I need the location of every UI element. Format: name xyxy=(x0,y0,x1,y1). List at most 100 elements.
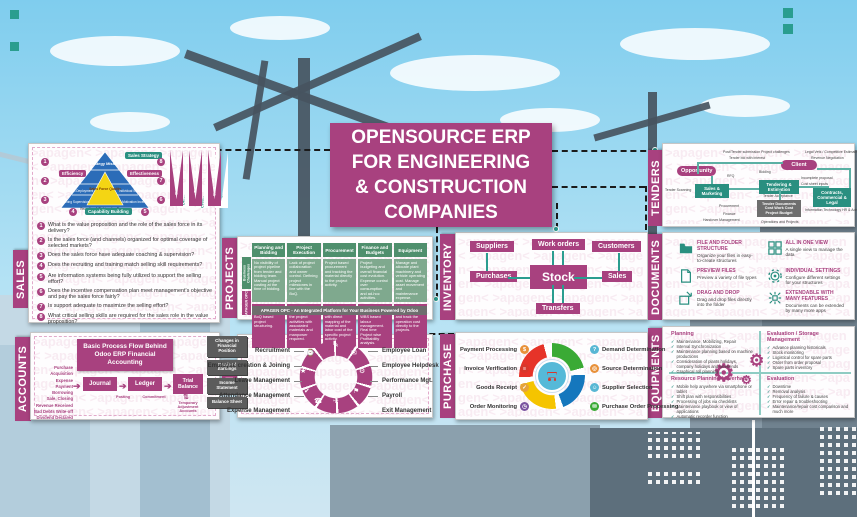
check-icon: ✓ xyxy=(671,399,675,405)
purchase-right-items: ?Demand Determination ◎Source Determinat… xyxy=(590,345,678,411)
quadrant-evaluation: Evaluation ✓Downtime ✓Removal analysis ✓… xyxy=(767,376,849,414)
label-bidding: Bidding xyxy=(759,170,771,174)
check-icon: ✓ xyxy=(671,359,675,365)
ribbon-create-products: Create Products xyxy=(189,150,202,206)
projects-table: Planning and Bidding Project Execution P… xyxy=(252,243,427,348)
node-opportunity: Opportunity xyxy=(677,166,717,176)
leader-line xyxy=(370,366,378,367)
tab-inventory: INVENTORY xyxy=(440,234,456,320)
quadrant-item: ✓Processing of jobs via checklists xyxy=(671,399,753,404)
node-sales-marketing: Sales & Marketing xyxy=(695,184,729,198)
quadrant-title: Planning xyxy=(671,331,694,337)
feature-title: ALL IN ONE VIEW xyxy=(785,240,828,246)
adjustment-label: Temporary Adjustment Accounts xyxy=(177,401,199,414)
check-icon: ✓ xyxy=(767,349,771,355)
feature-item: FILE AND FOLDER STRUCTURE Organize your … xyxy=(679,240,758,263)
label-cost-sheet: Cost sheet inputs xyxy=(801,182,829,186)
badge-sales-strategy: Sales Strategy xyxy=(125,152,163,159)
node-purchases: Purchases xyxy=(470,271,518,282)
feature-title: EXTENDABLE WITH MANY FEATURES xyxy=(785,290,834,303)
pyramid-number: 4 xyxy=(69,208,77,216)
accounts-title-line: Odoo ERP Financial Accounting xyxy=(94,351,156,366)
item-text: Processing of jobs via checklists xyxy=(676,399,737,405)
check-icon: ✓ xyxy=(671,404,675,410)
item-text: Interval Synchronization xyxy=(676,343,722,349)
panel-equipments: >apagen< >apagen< >apagen< >apagen< >apa… xyxy=(662,326,855,419)
hr-item: Exit Management xyxy=(382,408,432,414)
leader-line xyxy=(368,351,378,352)
hr-item: Employee Loan xyxy=(382,348,427,354)
node-transfers: Transfers xyxy=(536,303,580,314)
node-client: Client xyxy=(781,160,817,170)
check-icon: ✓ xyxy=(767,365,771,370)
quadrant-item: ✓Downtime xyxy=(767,384,849,389)
question-text: Does the incentive compensation plan mee… xyxy=(48,287,213,300)
leader-line xyxy=(370,381,378,382)
leader-line xyxy=(294,381,302,382)
node-suppliers: Suppliers xyxy=(470,241,514,252)
updown-arrow-icon: ⇅ xyxy=(183,394,189,401)
projects-footer: APAGEN OPC - An Integrated Platform for … xyxy=(252,306,427,315)
panel-tenders: >apagen< >apagen< >apagen< >apagen< >apa… xyxy=(662,143,857,227)
pyramid-number: 1 xyxy=(41,158,49,166)
folder-icon xyxy=(679,243,693,254)
quadrant-item: ✓Frequency of failure & causes xyxy=(767,394,849,399)
question-number: 6 xyxy=(37,287,45,296)
title-line: FOR ENGINEERING xyxy=(351,151,531,173)
node-sales: Sales xyxy=(602,271,633,282)
node-tender-documents: Tender Documents Cost Work Cost Project … xyxy=(757,200,801,218)
feature-desc: Drag and drop files directly into the fo… xyxy=(697,297,752,308)
cloud xyxy=(700,95,790,117)
quadrant-storage: Evaluation / Storage Management ✓Advance… xyxy=(767,331,849,370)
ring-icon: ★ xyxy=(300,368,307,375)
accounts-outputs: Changes in Financial Position Retained E… xyxy=(207,336,249,411)
question-text: Does the recruiting and training match s… xyxy=(48,262,203,269)
quadrant-item: ✓Order from order proposal xyxy=(767,360,849,365)
label-tender-acceptance: Tender Acceptance xyxy=(763,194,793,198)
input-label: Acquisition xyxy=(50,371,73,377)
purchase-item: Invoice Verification≡ xyxy=(464,364,530,373)
check-icon: ✓ xyxy=(671,394,675,399)
pyramid-number: 2 xyxy=(41,177,49,185)
quadrant-item: ✓Spare parts inventory xyxy=(767,365,849,370)
hr-item: Attendance Management xyxy=(218,393,290,399)
item-text: Logistical control for spare parts xyxy=(772,354,832,360)
docs-line: Project Budget xyxy=(765,210,793,215)
ribbon-create-customers: Create Customers xyxy=(170,150,183,206)
check-icon: ✓ xyxy=(767,388,771,394)
building-windows xyxy=(732,448,784,508)
badge-capability-building: Capability Building xyxy=(85,208,132,215)
svg-text:Motivation Incentives: Motivation Incentives xyxy=(122,200,151,204)
question-number: 2 xyxy=(37,236,45,245)
challenge-cell: No visibility of project pipeline from t… xyxy=(252,259,286,303)
tab-projects: PROJECTS xyxy=(222,238,238,318)
question-number: 5 xyxy=(37,272,45,281)
goods-receipt-icon: ✓ xyxy=(520,383,530,392)
check-icon: ✓ xyxy=(671,343,675,349)
challenge-cell: Lack of project collaboration and owner … xyxy=(287,259,321,303)
item-text: Graphical roll planning xyxy=(676,369,719,375)
feature-desc: Documents can be extended by many more a… xyxy=(785,302,844,314)
svg-text:Coaching Supervision: Coaching Supervision xyxy=(59,200,90,204)
input-label: Dividend Declared xyxy=(36,415,73,421)
grid-view-icon xyxy=(767,241,782,255)
column-header: Finance and Budgets xyxy=(358,243,392,257)
docs-line: Cost Work Cost xyxy=(764,206,794,211)
flow-line xyxy=(574,277,602,279)
payment-icon: $ xyxy=(520,345,530,354)
item-text: Maintenance planning based on machine pr… xyxy=(676,349,753,360)
node-ledger: Ledger xyxy=(128,377,162,391)
connector-line xyxy=(552,150,656,152)
quadrant-item: ✓Maintenance planning based on machine p… xyxy=(671,349,753,359)
building-silhouette xyxy=(590,428,857,517)
check-icon: ✓ xyxy=(767,354,771,360)
input-label: Expense xyxy=(55,377,73,383)
source-icon: ◎ xyxy=(590,364,599,373)
output-box: Income Statement xyxy=(207,378,247,394)
panel-sales: >apagen< >apagen< >apagen< >apagen< >apa… xyxy=(28,143,220,325)
quadrant-item: ✓Shift plan with responsibilities xyxy=(671,394,753,399)
svg-text:Sales Team Deployment: Sales Team Deployment xyxy=(59,189,93,193)
output-box: Retained Earnings xyxy=(207,359,247,376)
quadrant-title: Resource Planning / Overhaul xyxy=(671,376,748,382)
